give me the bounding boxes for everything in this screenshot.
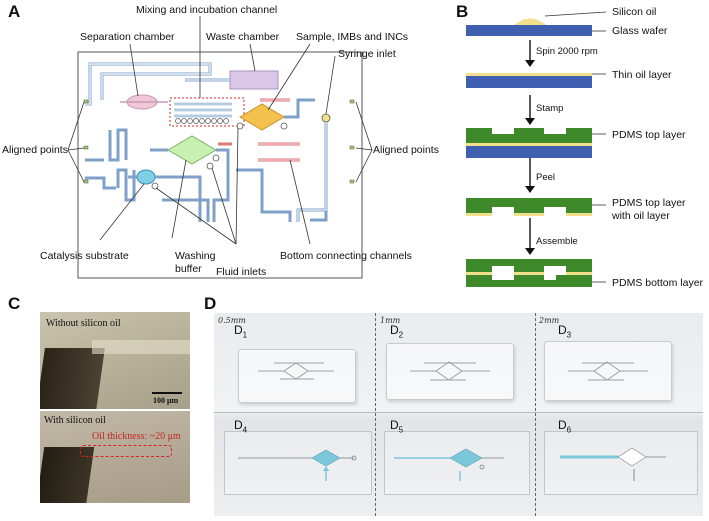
glass-wafer-1: [466, 25, 592, 36]
label-separation: Separation chamber: [80, 31, 175, 43]
chip-d1: [238, 349, 356, 403]
label-pdms-top-oil-2: with oil layer: [612, 210, 670, 222]
oil-drop: [514, 18, 546, 25]
label-fluid-inlets: Fluid inlets: [216, 266, 267, 278]
glass-wafer-2: [466, 76, 592, 88]
panel-letter-a: A: [8, 2, 21, 21]
panel-letter-b: B: [456, 2, 469, 21]
caption-d3: D3: [558, 323, 572, 340]
scale-bar-label: 100 μm: [153, 396, 179, 405]
panel-letter-d: D: [204, 294, 217, 313]
caption-d2: D2: [390, 323, 404, 340]
photo-without-oil: Without silicon oil 100 μm: [40, 312, 190, 409]
label-spin: Spin 2000 rpm: [536, 46, 598, 57]
label-sample: Sample, IMBs and INCs: [296, 31, 409, 43]
label-glass-wafer: Glass wafer: [612, 25, 668, 37]
label-pdms-bottom: PDMS bottom layer: [612, 277, 704, 289]
beads: [175, 118, 229, 124]
label-washing-2: buffer: [175, 263, 202, 275]
caption-d4: D4: [234, 418, 248, 435]
label-washing-1: Washing: [175, 250, 216, 262]
chip-outline: [77, 51, 363, 279]
label-assemble: Assemble: [536, 236, 578, 247]
label-pdms-top: PDMS top layer: [612, 129, 686, 141]
pdms-top-stamp: [466, 128, 592, 143]
label-mixing: Mixing and incubation channel: [136, 4, 278, 16]
caption-d1: D1: [234, 323, 248, 340]
hand-label-1: 0.5mm: [218, 316, 246, 325]
label-aligned-right: Aligned points: [373, 144, 439, 156]
chip-d5: [384, 431, 530, 495]
chip-d2: [386, 343, 514, 400]
hand-label-2: 1mm: [380, 316, 401, 325]
text-without-oil: Without silicon oil: [46, 318, 121, 329]
caption-d5: D5: [390, 418, 404, 435]
label-aligned-left: Aligned points: [2, 144, 68, 156]
panel-letter-c: C: [8, 294, 21, 313]
scale-bar: [152, 392, 182, 394]
chip-channel-sketches: [238, 361, 666, 481]
label-stamp: Stamp: [536, 103, 564, 114]
label-peel: Peel: [536, 172, 556, 183]
mixing-dashed-box: [169, 97, 245, 127]
label-bottom-channels: Bottom connecting channels: [280, 250, 412, 262]
label-pdms-top-oil-1: PDMS top layer: [612, 197, 686, 209]
text-with-oil: With silicon oil: [44, 415, 106, 426]
label-thin-oil: Thin oil layer: [612, 69, 672, 81]
left-serpentine: [108, 128, 136, 202]
hand-label-3: 2mm: [539, 316, 560, 325]
text-oil-thickness: Oil thickness: ~20 μm: [92, 431, 181, 442]
label-syringe: Syringe inlet: [338, 48, 396, 60]
label-catalysis: Catalysis substrate: [40, 250, 129, 262]
chip-d4: [224, 431, 372, 495]
label-silicon-oil: Silicon oil: [612, 6, 657, 18]
pdms-bottom: [466, 275, 592, 287]
photo-panel-d: 0.5mm 1mm 2mm D1 D2 D3 D4 D5 D6: [214, 313, 703, 516]
pdms-peeled: [466, 198, 592, 213]
chip-d3: [544, 341, 672, 401]
caption-d6: D6: [558, 418, 572, 435]
label-waste: Waste chamber: [206, 31, 280, 43]
aligned-points-right: [349, 99, 355, 184]
photo-with-oil: With silicon oil Oil thickness: ~20 μm: [40, 411, 190, 503]
chip-d6: [544, 431, 698, 495]
